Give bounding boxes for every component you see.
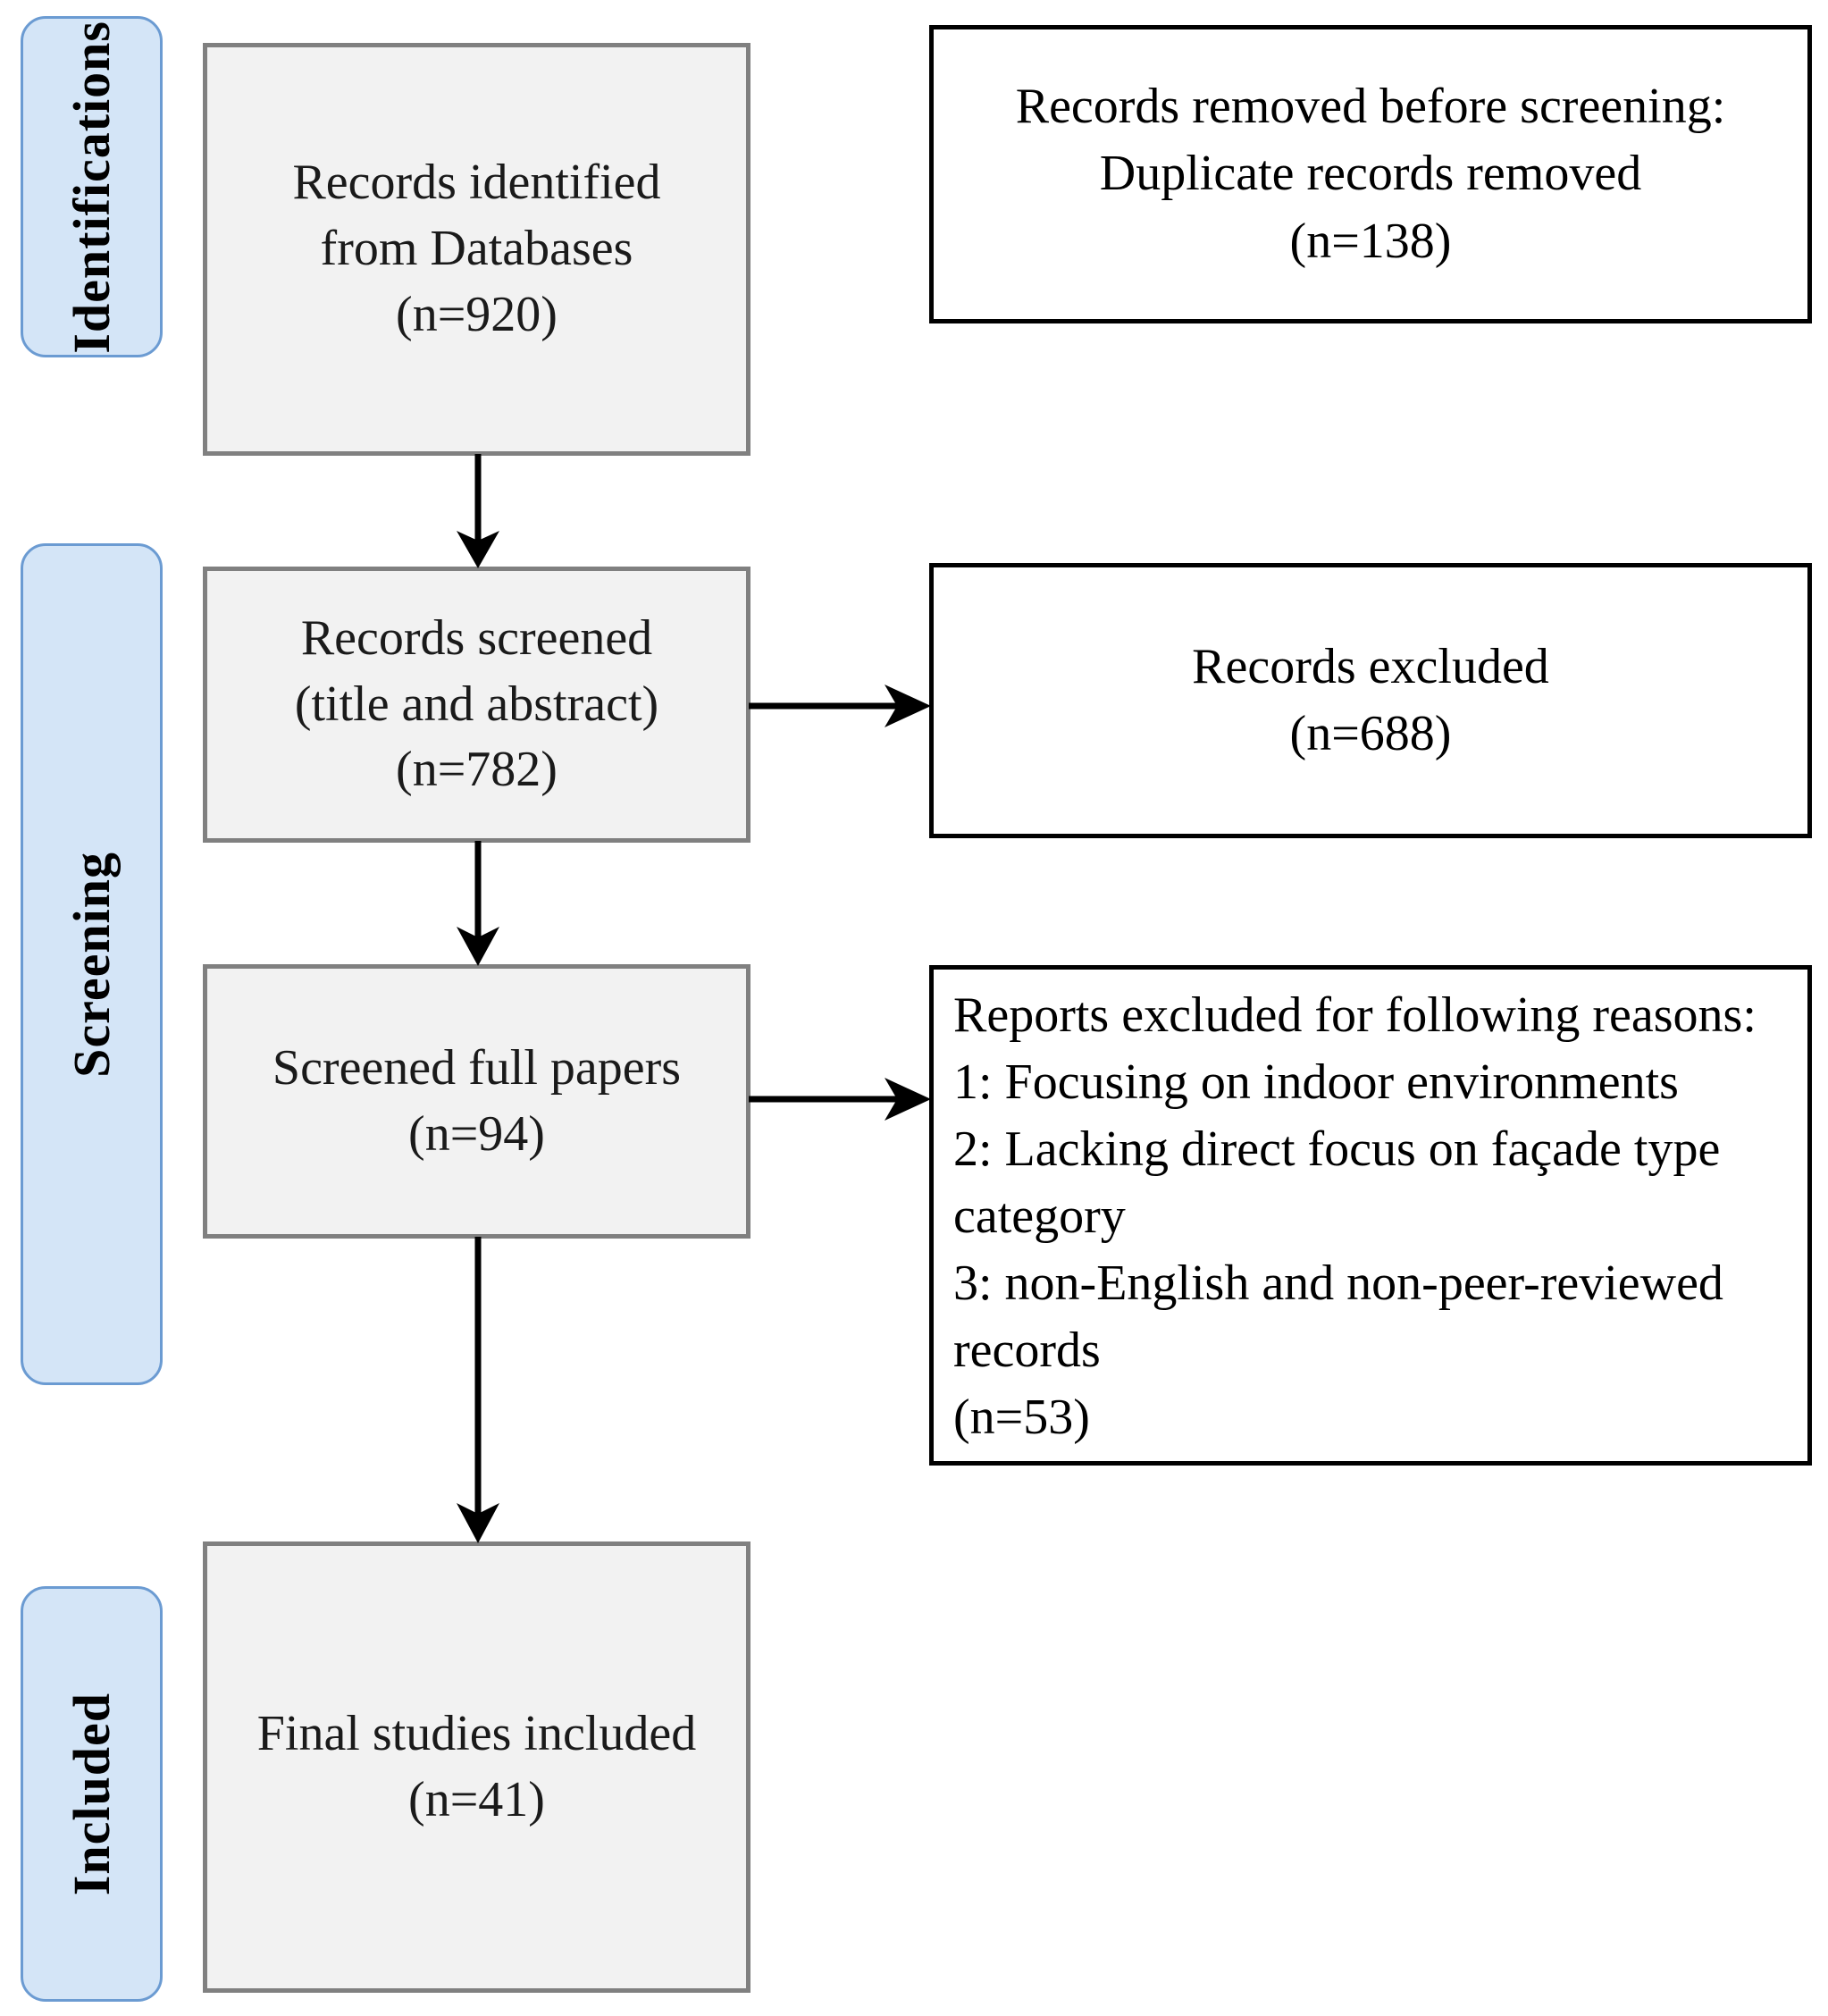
flow-box-records-identified: Records identified from Databases (n=920… — [203, 43, 750, 456]
flow-box-screened-full-papers: Screened full papers (n=94) — [203, 964, 750, 1239]
exclusion-box-reports-excluded: Reports excluded for following reasons: … — [929, 965, 1812, 1466]
exclusion-box-records-removed-text: Records removed before screening: Duplic… — [1015, 79, 1726, 269]
exclusion-box-reports-excluded-text: Reports excluded for following reasons: … — [953, 987, 1757, 1446]
stage-bar-identification: Identifications — [21, 16, 163, 357]
flow-box-screened-full-papers-text: Screened full papers (n=94) — [272, 1039, 682, 1162]
flow-box-records-screened-text: Records screened (title and abstract) (n… — [294, 609, 659, 798]
arrow-screened-to-records-excluded — [749, 679, 936, 733]
exclusion-box-records-excluded-text: Records excluded (n=688) — [1192, 638, 1549, 761]
flow-box-final-studies-included-text: Final studies included (n=41) — [256, 1705, 697, 1827]
arrow-identified-to-screened — [451, 454, 505, 570]
stage-label-identification: Identifications — [62, 20, 121, 354]
exclusion-box-records-removed: Records removed before screening: Duplic… — [929, 25, 1812, 323]
flow-box-records-identified-text: Records identified from Databases (n=920… — [292, 155, 661, 342]
arrow-full-papers-to-reports-excluded — [749, 1072, 936, 1126]
stage-bar-included: Included — [21, 1586, 163, 2002]
exclusion-box-records-excluded: Records excluded (n=688) — [929, 563, 1812, 838]
arrow-screened-to-full-papers — [451, 841, 505, 968]
flow-box-final-studies-included: Final studies included (n=41) — [203, 1541, 750, 1993]
stage-bar-screening: Screening — [21, 543, 163, 1385]
arrow-full-papers-to-final-studies — [451, 1237, 505, 1545]
stage-label-screening: Screening — [62, 851, 121, 1078]
flow-box-records-screened: Records screened (title and abstract) (n… — [203, 567, 750, 843]
stage-label-included: Included — [62, 1692, 121, 1896]
